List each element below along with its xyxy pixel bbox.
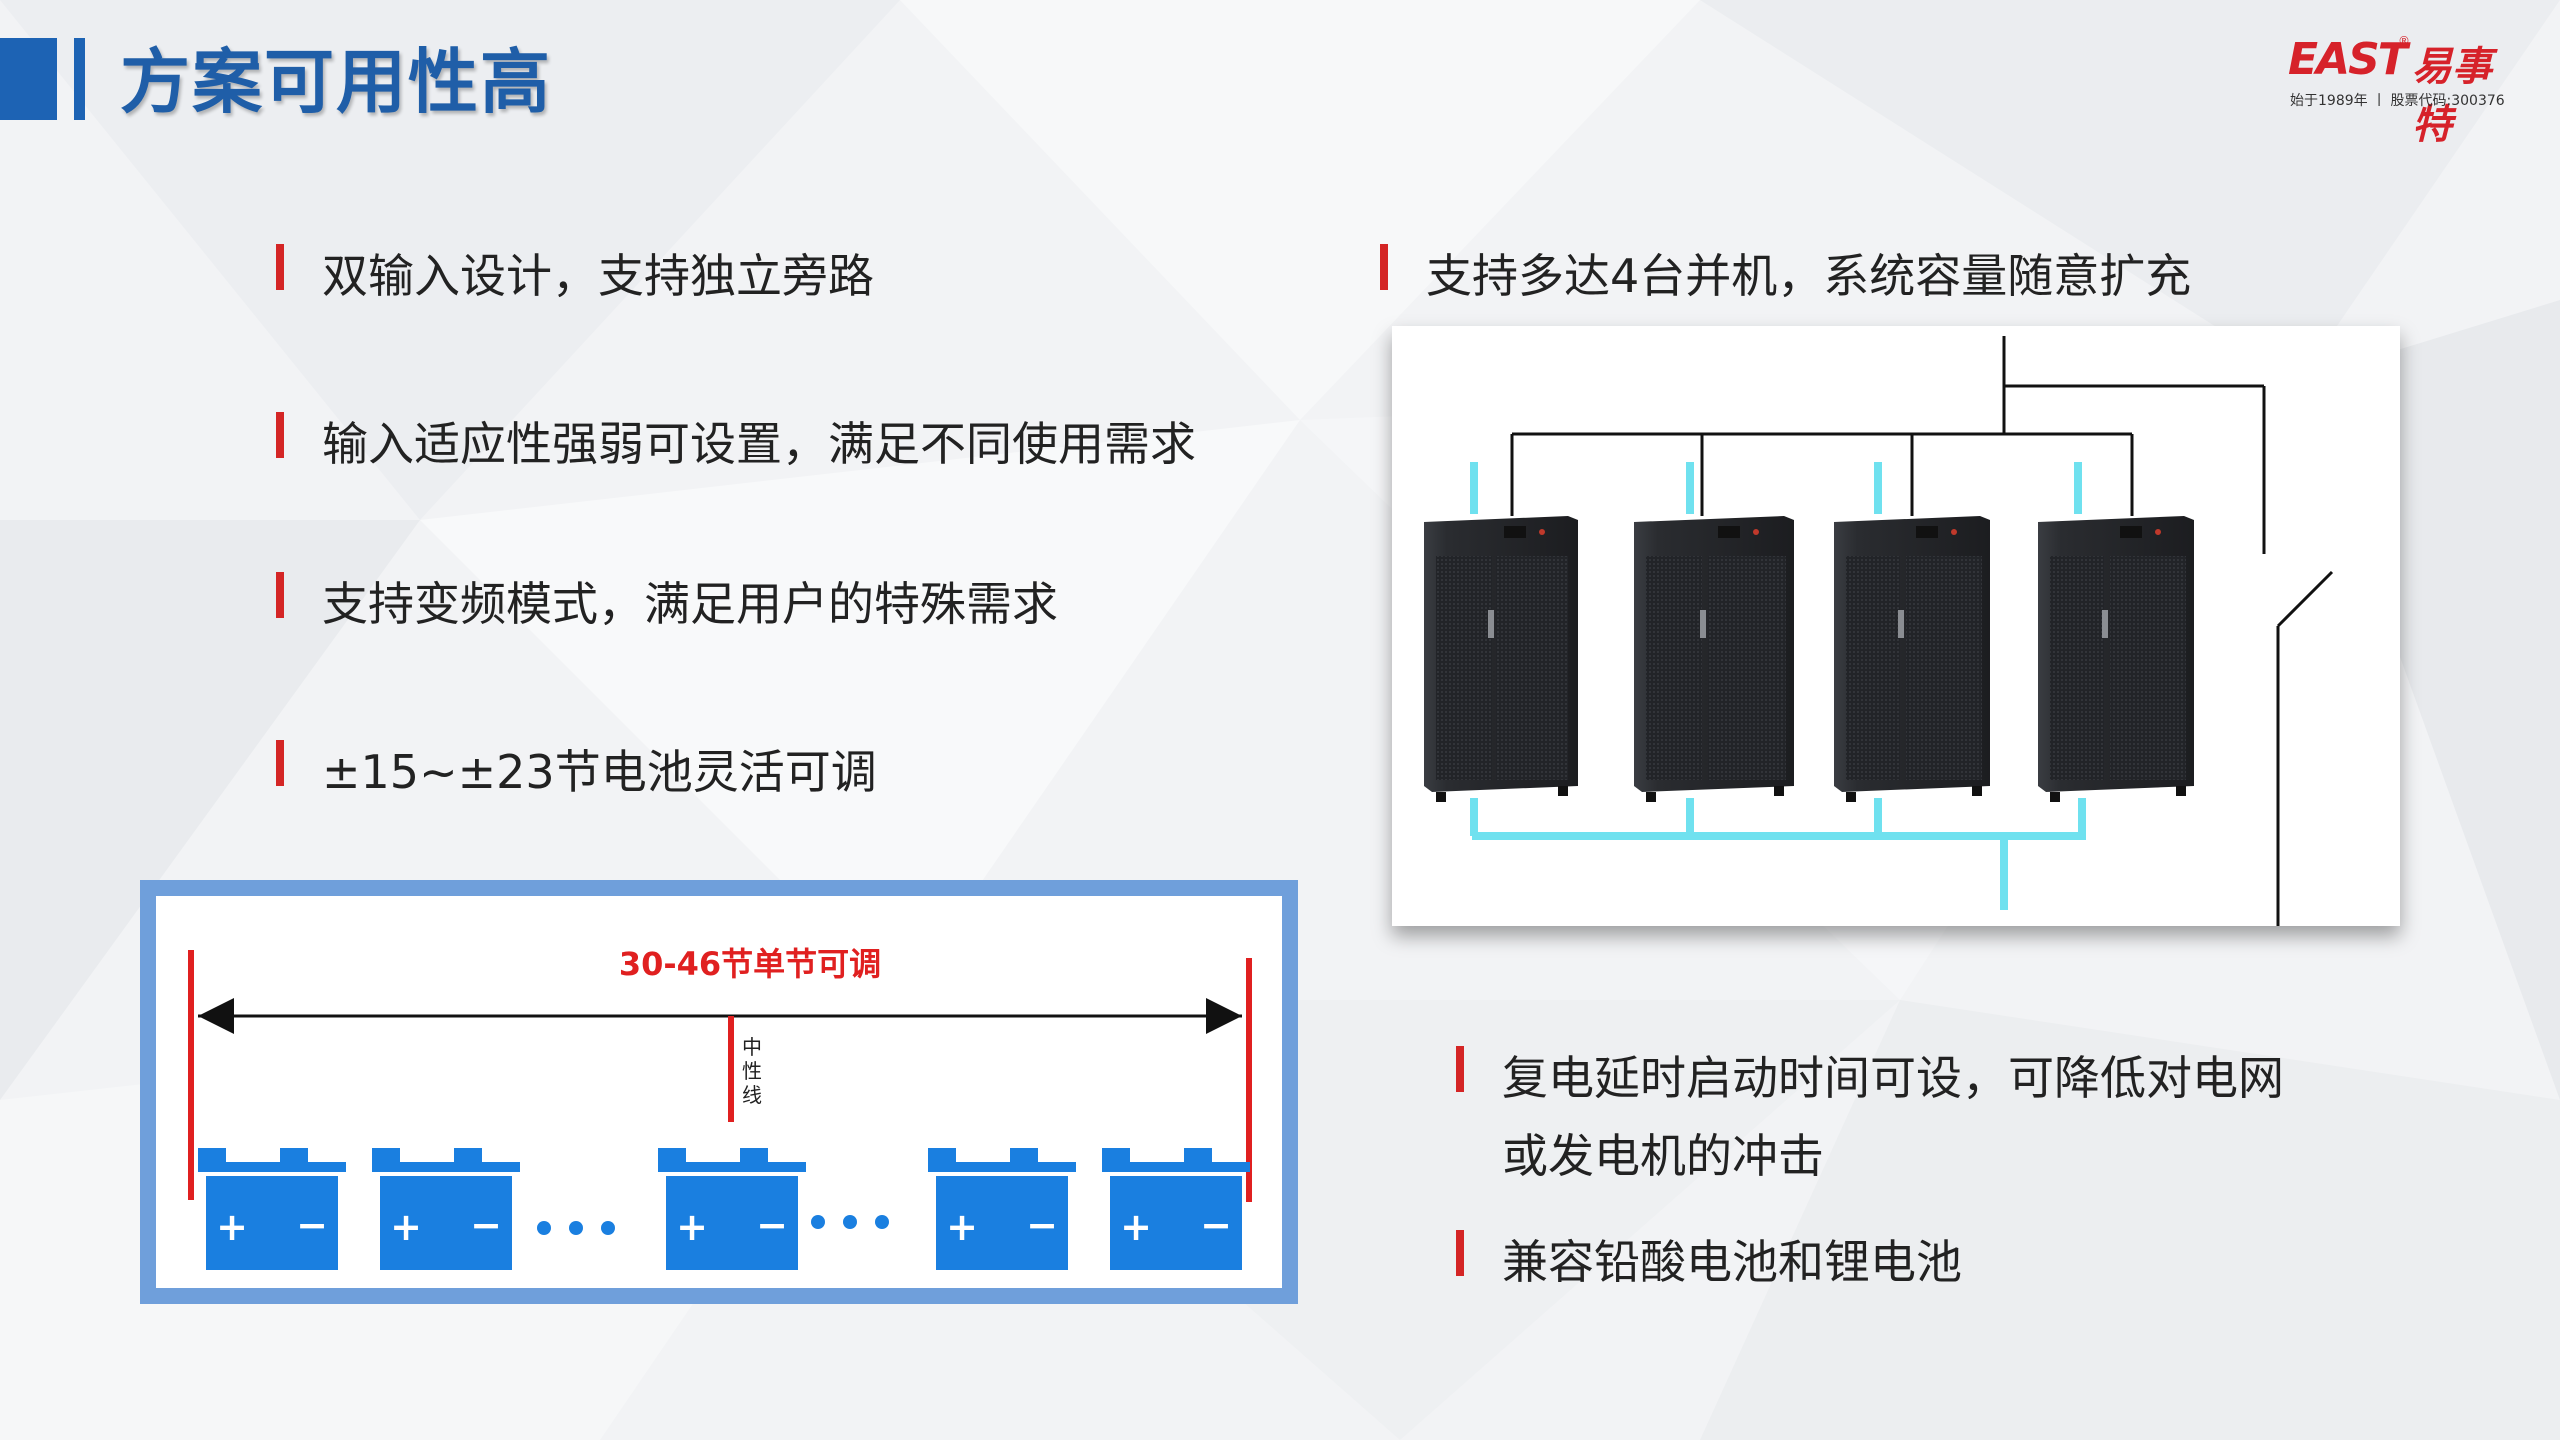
ups-cabinet-4 bbox=[2038, 516, 2194, 802]
ellipsis-dots-right bbox=[811, 1215, 889, 1229]
bullet-text-line2: 或发电机的冲击 bbox=[1502, 1129, 1824, 1183]
battery-icon: + − bbox=[372, 1148, 520, 1270]
logo-registered-mark: ® bbox=[2398, 34, 2410, 48]
svg-text:−: − bbox=[1200, 1203, 1232, 1247]
bullet-text: 输入适应性强弱可设置，满足不同使用需求 bbox=[322, 417, 1196, 471]
header-accent-block bbox=[0, 38, 57, 120]
bullet-marker bbox=[1380, 244, 1388, 290]
logo-wordmark: EAST bbox=[2288, 34, 2408, 85]
bullet-text: 支持变频模式，满足用户的特殊需求 bbox=[322, 577, 1058, 631]
neutral-label: 中 性 线 bbox=[742, 1035, 768, 1107]
battery-diagram: 30-46节单节可调 中 性 线 + − + − + − bbox=[188, 945, 1252, 1270]
bullet-text-line1: 复电延时启动时间可设，可降低对电网 bbox=[1502, 1051, 2284, 1105]
battery-icon: + − bbox=[1102, 1148, 1250, 1270]
bullet-marker bbox=[276, 412, 284, 458]
bullet-marker bbox=[276, 244, 284, 290]
bullet-marker bbox=[276, 740, 284, 786]
ellipsis-dots-left bbox=[537, 1221, 615, 1235]
svg-text:+: + bbox=[390, 1205, 422, 1249]
battery-string-left-terminal bbox=[188, 950, 194, 1200]
battery-icon: + − bbox=[198, 1148, 346, 1270]
svg-text:−: − bbox=[470, 1203, 502, 1247]
east-logo: EAST ® 易事特 始于1989年 丨 股票代码:300376 bbox=[2288, 34, 2528, 148]
battery-icon: + − bbox=[928, 1148, 1076, 1270]
bullet-text: 支持多达4台并机，系统容量随意扩充 bbox=[1426, 249, 2192, 303]
bullet-text: 双输入设计，支持独立旁路 bbox=[322, 249, 874, 303]
bullet-text: 兼容铅酸电池和锂电池 bbox=[1502, 1235, 1962, 1289]
ups-parallel-diagram bbox=[1424, 336, 2334, 926]
bullet-marker bbox=[276, 572, 284, 618]
battery-icon: + − bbox=[658, 1148, 806, 1270]
battery-string-right-terminal bbox=[1246, 958, 1252, 1202]
page-title: 方案可用性高 bbox=[120, 41, 552, 123]
ups-cabinet-1 bbox=[1424, 516, 1578, 802]
logo-chinese-name: 易事特 bbox=[2412, 43, 2492, 148]
output-bus bbox=[1510, 336, 2334, 926]
svg-text:−: − bbox=[1026, 1203, 1058, 1247]
svg-text:+: + bbox=[1120, 1205, 1152, 1249]
header-accent-bar bbox=[74, 38, 85, 120]
svg-text:−: − bbox=[756, 1203, 788, 1247]
ups-cabinet-2 bbox=[1634, 516, 1794, 802]
svg-text:+: + bbox=[676, 1205, 708, 1249]
svg-text:+: + bbox=[946, 1205, 978, 1249]
bullet-marker bbox=[1456, 1046, 1464, 1092]
bullet-text: ±15~±23节电池灵活可调 bbox=[322, 745, 877, 799]
battery-range-label: 30-46节单节可调 bbox=[619, 945, 881, 983]
neutral-line bbox=[728, 1016, 734, 1122]
input-bus bbox=[1470, 462, 2086, 910]
logo-tagline: 始于1989年 丨 股票代码:300376 bbox=[2290, 93, 2505, 109]
bullet-marker bbox=[1456, 1230, 1464, 1276]
svg-text:−: − bbox=[296, 1203, 328, 1247]
svg-text:+: + bbox=[216, 1205, 248, 1249]
ups-cabinet-3 bbox=[1834, 516, 1990, 802]
